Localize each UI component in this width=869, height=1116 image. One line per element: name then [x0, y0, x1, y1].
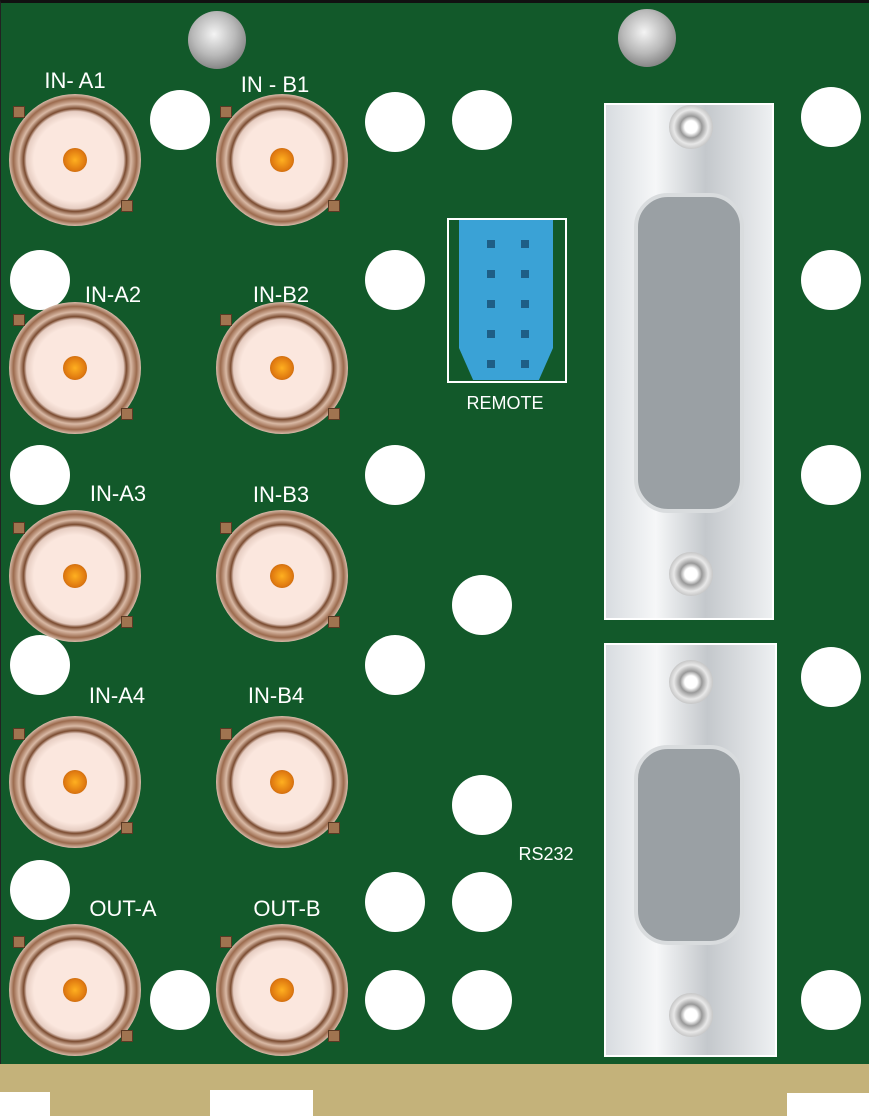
mounting-hole [801, 970, 861, 1030]
mounting-hole [10, 635, 70, 695]
bnc-connector-in-a1 [9, 94, 141, 226]
label-in-b2: IN-B2 [252, 282, 310, 307]
mounting-hole [801, 87, 861, 147]
panel-base [0, 1064, 869, 1116]
mounting-hole [801, 647, 861, 707]
bnc-connector-in-a2 [9, 302, 141, 434]
mounting-hole [452, 575, 512, 635]
remote-connector [447, 218, 567, 383]
bnc-connector-in-a4 [9, 716, 141, 848]
bnc-connector-out-a [9, 924, 141, 1056]
remote-pin [521, 270, 529, 278]
bnc-connector-in-b3 [216, 510, 348, 642]
label-in-b4: IN-B4 [247, 683, 305, 708]
mounting-hole [150, 90, 210, 150]
mounting-hole [10, 445, 70, 505]
base-notch [787, 1093, 869, 1116]
label-in-a1: IN- A1 [44, 68, 106, 93]
screw-icon [618, 9, 676, 67]
mounting-hole [452, 90, 512, 150]
mounting-hole [452, 970, 512, 1030]
mounting-hole [150, 970, 210, 1030]
mounting-hole [365, 250, 425, 310]
label-in-b3: IN-B3 [252, 482, 310, 507]
label-out-a: OUT-A [89, 896, 157, 921]
mounting-hole [365, 872, 425, 932]
mounting-hole [801, 250, 861, 310]
db9-connector [604, 643, 777, 1057]
remote-pin [521, 240, 529, 248]
mounting-hole [365, 445, 425, 505]
bnc-connector-out-b [216, 924, 348, 1056]
label-in-b1: IN - B1 [240, 72, 310, 97]
bnc-connector-in-a3 [9, 510, 141, 642]
label-out-b: OUT-B [253, 896, 321, 921]
mounting-hole [452, 775, 512, 835]
db15-connector [604, 103, 774, 620]
mounting-hole [365, 635, 425, 695]
remote-pin [487, 270, 495, 278]
remote-pin [487, 330, 495, 338]
bnc-connector-in-b4 [216, 716, 348, 848]
label-rs232: RS232 [518, 844, 574, 864]
base-notch [210, 1090, 313, 1116]
label-in-a4: IN-A4 [88, 683, 146, 708]
mounting-hole [801, 445, 861, 505]
label-remote: REMOTE [466, 393, 544, 413]
mounting-hole [10, 860, 70, 920]
mounting-hole [365, 92, 425, 152]
remote-pin [521, 360, 529, 368]
mounting-hole [452, 872, 512, 932]
remote-pin [487, 240, 495, 248]
bnc-connector-in-b1 [216, 94, 348, 226]
label-in-a2: IN-A2 [84, 282, 142, 307]
remote-pin [487, 360, 495, 368]
base-notch [0, 1092, 50, 1116]
remote-pin [521, 330, 529, 338]
label-in-a3: IN-A3 [89, 481, 147, 506]
bnc-connector-in-b2 [216, 302, 348, 434]
remote-pin [521, 300, 529, 308]
mounting-hole [10, 250, 70, 310]
remote-pin [487, 300, 495, 308]
mounting-hole [365, 970, 425, 1030]
screw-icon [188, 11, 246, 69]
